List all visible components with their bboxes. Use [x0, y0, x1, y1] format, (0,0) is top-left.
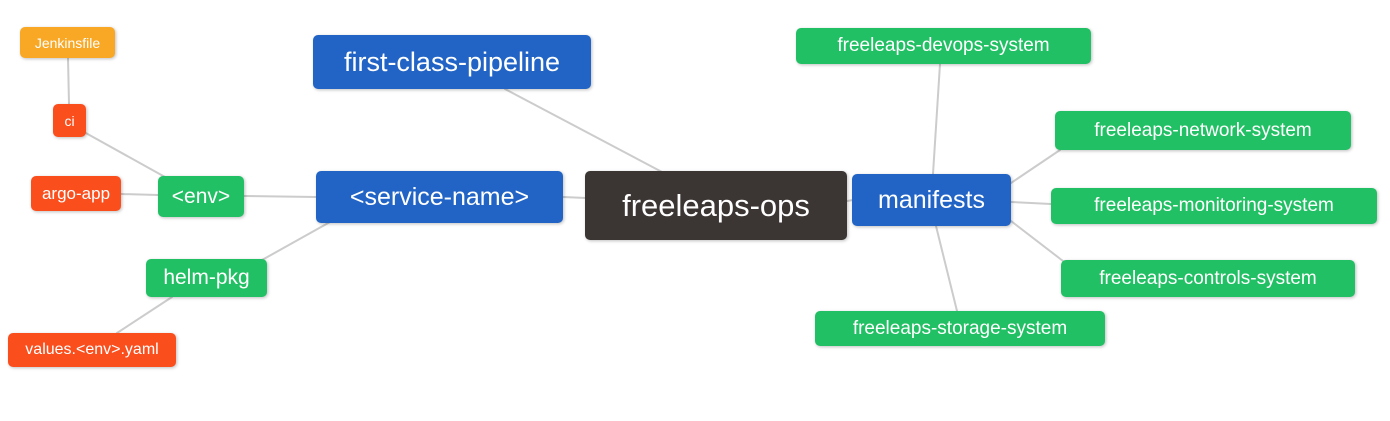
- node-ci[interactable]: ci: [53, 104, 86, 137]
- edge-service-name-freeleaps-ops: [562, 196, 587, 199]
- node-jenkinsfile[interactable]: Jenkinsfile: [20, 27, 115, 58]
- node-first-class-pipeline[interactable]: first-class-pipeline: [313, 35, 591, 89]
- edge-manifests-monitoring: [1010, 201, 1052, 205]
- node-freeleaps-network-system[interactable]: freeleaps-network-system: [1055, 111, 1351, 150]
- node-freeleaps-ops-root[interactable]: freeleaps-ops: [585, 171, 847, 240]
- edge-pipeline-freeleaps-ops: [504, 88, 663, 173]
- edge-jenkinsfile-ci: [67, 57, 70, 105]
- node-helm-pkg[interactable]: helm-pkg: [146, 259, 267, 297]
- node-freeleaps-monitoring-system[interactable]: freeleaps-monitoring-system: [1051, 188, 1377, 224]
- edge-env-service-name: [243, 195, 317, 198]
- edge-values-helm-pkg: [116, 296, 173, 334]
- node-manifests[interactable]: manifests: [852, 174, 1011, 226]
- edge-manifests-storage: [935, 225, 958, 312]
- edge-manifests-devops: [932, 63, 941, 175]
- edge-ci-env: [83, 131, 166, 178]
- node-freeleaps-devops-system[interactable]: freeleaps-devops-system: [796, 28, 1091, 64]
- node-service-name[interactable]: <service-name>: [316, 171, 563, 223]
- edge-helm-pkg-service-name: [261, 221, 331, 261]
- edge-manifests-network: [1010, 149, 1061, 184]
- node-argo-app[interactable]: argo-app: [31, 176, 121, 211]
- node-env[interactable]: <env>: [158, 176, 244, 217]
- edge-manifests-controls: [1010, 220, 1064, 262]
- node-freeleaps-controls-system[interactable]: freeleaps-controls-system: [1061, 260, 1355, 297]
- edge-argo-app-env: [120, 193, 159, 196]
- node-values-env-yaml[interactable]: values.<env>.yaml: [8, 333, 176, 367]
- node-freeleaps-storage-system[interactable]: freeleaps-storage-system: [815, 311, 1105, 346]
